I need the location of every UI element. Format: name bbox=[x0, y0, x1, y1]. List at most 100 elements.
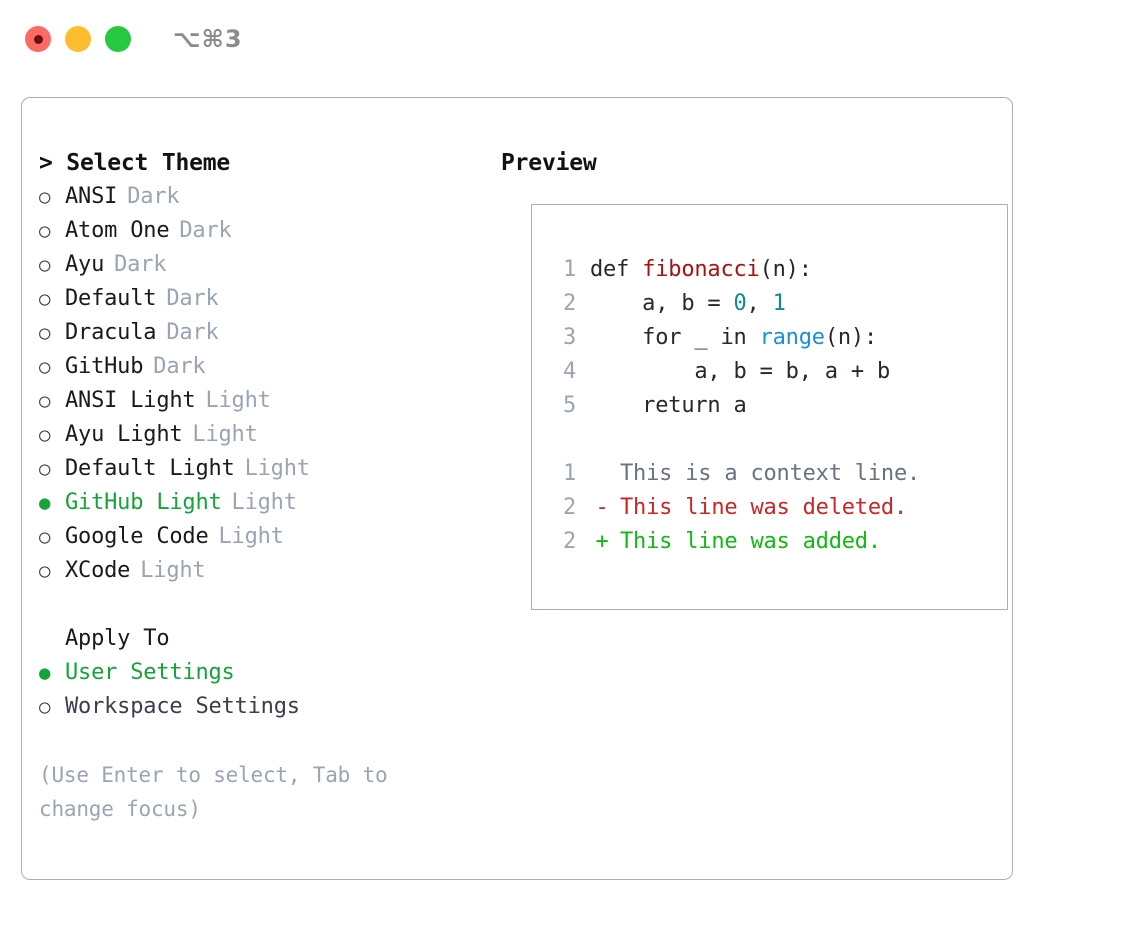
theme-option-label: ANSI Light bbox=[65, 388, 196, 413]
radio-unselected-icon: ○ bbox=[39, 424, 51, 446]
theme-option-label: GitHub Light bbox=[65, 490, 222, 515]
code-token-plain: def bbox=[590, 257, 643, 282]
code-line-content: a, b = b, a + b bbox=[590, 355, 890, 389]
theme-option-google-code[interactable]: ○ Google Code Light bbox=[39, 520, 479, 554]
traffic-light-buttons bbox=[25, 26, 131, 52]
code-line-content: return a bbox=[590, 389, 747, 423]
line-number: 1 bbox=[562, 461, 576, 486]
theme-option-github-light[interactable]: ● GitHub Light Light bbox=[39, 486, 479, 520]
theme-option-label: Default Light bbox=[65, 456, 235, 481]
theme-option-atom-one[interactable]: ○ Atom One Dark bbox=[39, 214, 479, 248]
select-theme-title: > Select Theme bbox=[39, 150, 231, 176]
apply-to-header: Apply To bbox=[65, 626, 170, 651]
theme-option-xcode[interactable]: ○ XCode Light bbox=[39, 554, 479, 588]
radio-unselected-icon: ○ bbox=[39, 390, 51, 412]
radio-unselected-icon: ○ bbox=[39, 322, 51, 344]
theme-option-label: Atom One bbox=[65, 218, 170, 243]
theme-variant-badge: Light bbox=[218, 524, 284, 549]
theme-variant-badge: Light bbox=[244, 456, 310, 481]
theme-option-label: GitHub bbox=[65, 354, 144, 379]
theme-variant-badge: Light bbox=[205, 388, 271, 413]
code-line: 4 a, b = b, a + b bbox=[546, 355, 1007, 389]
code-line: 1 def fibonacci(n): bbox=[546, 253, 1007, 287]
radio-selected-icon: ● bbox=[39, 662, 51, 684]
code-token-fn: fibonacci bbox=[642, 257, 760, 282]
code-token-plain: a, b = bbox=[590, 291, 734, 316]
code-line-content: for _ in range(n): bbox=[590, 321, 877, 355]
theme-option-default[interactable]: ○ Default Dark bbox=[39, 282, 479, 316]
theme-variant-badge: Dark bbox=[166, 320, 219, 345]
radio-unselected-icon: ○ bbox=[39, 288, 51, 310]
code-token-num: 0 bbox=[733, 291, 747, 316]
keyboard-shortcut-label: ⌥⌘3 bbox=[173, 25, 243, 53]
code-token-plain: , bbox=[746, 291, 773, 316]
minimize-button[interactable] bbox=[65, 26, 91, 52]
diff-marker-del: - bbox=[595, 495, 609, 520]
line-number: 4 bbox=[562, 359, 576, 384]
theme-variant-badge: Dark bbox=[166, 286, 219, 311]
diff-line-del: 2-This line was deleted. bbox=[546, 491, 1007, 525]
radio-unselected-icon: ○ bbox=[39, 458, 51, 480]
code-token-call: range bbox=[759, 325, 825, 350]
theme-option-label: Ayu bbox=[65, 252, 105, 277]
code-line-content: a, b = 0, 1 bbox=[590, 287, 786, 321]
radio-unselected-icon: ○ bbox=[39, 696, 51, 718]
theme-option-ansi-light[interactable]: ○ ANSI Light Light bbox=[39, 384, 479, 418]
radio-unselected-icon: ○ bbox=[39, 526, 51, 548]
apply-to-list: ● User Settings ○ Workspace Settings bbox=[39, 656, 479, 724]
theme-option-github[interactable]: ○ GitHub Dark bbox=[39, 350, 479, 384]
radio-unselected-icon: ○ bbox=[39, 220, 51, 242]
diff-line-content: This is a context line. bbox=[620, 461, 921, 486]
radio-unselected-icon: ○ bbox=[39, 560, 51, 582]
theme-option-label: XCode bbox=[65, 558, 131, 583]
theme-option-label: Default bbox=[65, 286, 157, 311]
theme-variant-badge: Dark bbox=[153, 354, 206, 379]
code-token-plain: (n): bbox=[759, 257, 812, 282]
code-line: 5 return a bbox=[546, 389, 1007, 423]
close-button[interactable] bbox=[25, 26, 51, 52]
radio-unselected-icon: ○ bbox=[39, 254, 51, 276]
theme-variant-badge: Dark bbox=[127, 184, 180, 209]
maximize-button[interactable] bbox=[105, 26, 131, 52]
preview-title: Preview bbox=[501, 150, 597, 176]
line-number: 2 bbox=[562, 291, 576, 316]
diff-line-add: 2+This line was added. bbox=[546, 525, 1007, 559]
apply-to-option-label: Workspace Settings bbox=[65, 694, 300, 719]
code-token-num: 1 bbox=[772, 291, 786, 316]
line-number: 2 bbox=[562, 529, 576, 554]
diff-line-content: This line was added. bbox=[620, 529, 881, 554]
apply-to-option-workspace-settings[interactable]: ○ Workspace Settings bbox=[39, 690, 479, 724]
theme-option-ayu[interactable]: ○ Ayu Dark bbox=[39, 248, 479, 282]
title-bar: ⌥⌘3 bbox=[0, 0, 1140, 78]
radio-unselected-icon: ○ bbox=[39, 356, 51, 378]
theme-option-label: ANSI bbox=[65, 184, 118, 209]
radio-unselected-icon: ○ bbox=[39, 186, 51, 208]
theme-option-label: Google Code bbox=[65, 524, 209, 549]
code-token-plain: for _ in bbox=[590, 325, 760, 350]
keyboard-hint-text: (Use Enter to select, Tab to change focu… bbox=[39, 763, 388, 821]
radio-selected-icon: ● bbox=[39, 492, 51, 514]
theme-variant-badge: Light bbox=[231, 490, 297, 515]
theme-option-default-light[interactable]: ○ Default Light Light bbox=[39, 452, 479, 486]
apply-to-option-label: User Settings bbox=[65, 660, 235, 685]
theme-variant-badge: Dark bbox=[114, 252, 167, 277]
line-number: 5 bbox=[562, 393, 576, 418]
code-token-plain: a, b = b, a + b bbox=[590, 359, 891, 384]
apply-to-option-user-settings[interactable]: ● User Settings bbox=[39, 656, 479, 690]
theme-variant-badge: Dark bbox=[179, 218, 232, 243]
diff-marker-ctx bbox=[590, 457, 614, 491]
line-number: 1 bbox=[562, 257, 576, 282]
theme-variant-badge: Light bbox=[192, 422, 258, 447]
diff-line-ctx: 1 This is a context line. bbox=[546, 457, 1007, 491]
code-token-plain: (n): bbox=[824, 325, 878, 350]
theme-option-ansi[interactable]: ○ ANSI Dark bbox=[39, 180, 479, 214]
theme-variant-badge: Light bbox=[140, 558, 206, 583]
diff-line-content: This line was deleted. bbox=[620, 495, 907, 520]
line-number: 3 bbox=[562, 325, 576, 350]
